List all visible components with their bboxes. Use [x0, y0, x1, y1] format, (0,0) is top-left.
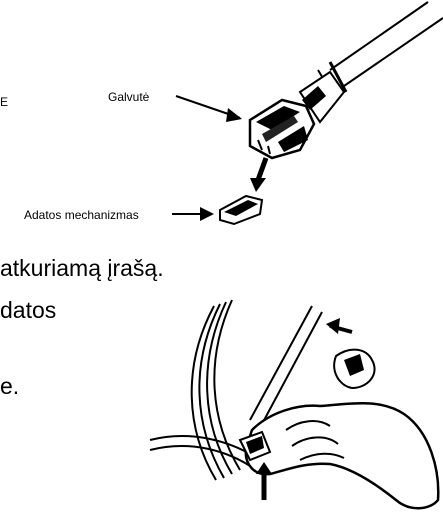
down-arrow-icon [258, 158, 266, 180]
label-head: Galvutė [108, 90, 149, 104]
body-line-3: e. [0, 372, 19, 400]
edge-glyph: E [0, 95, 8, 109]
tonearm [330, 2, 428, 70]
body-line-1: atkuriamą įrašą. [0, 254, 164, 282]
body-line-2: datos [0, 296, 56, 324]
label-stylus: Adatos mechanizmas [24, 208, 139, 222]
hand [246, 403, 439, 508]
